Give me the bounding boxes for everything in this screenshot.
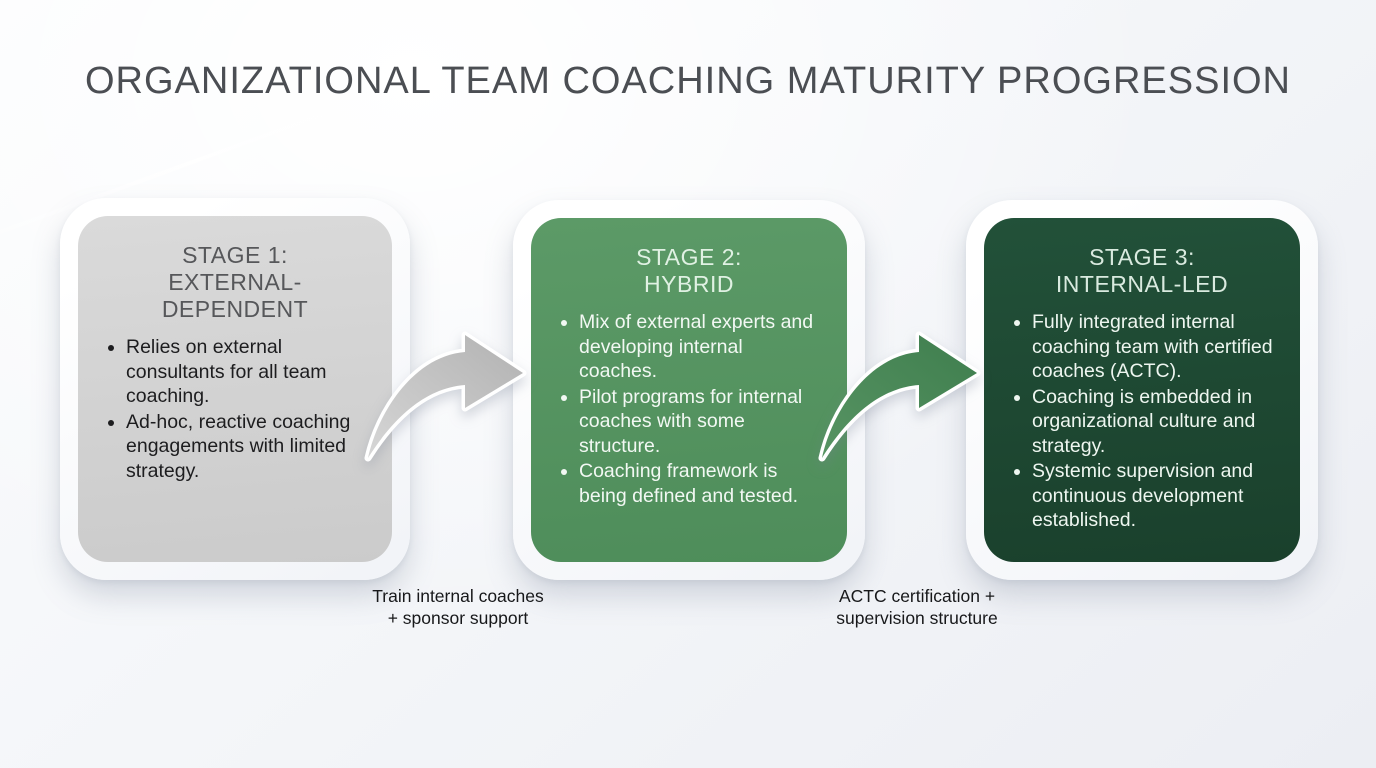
stage-2-heading: STAGE 2: HYBRID — [555, 244, 823, 298]
bullet-item: Coaching is embedded in organizational c… — [1032, 385, 1276, 459]
bullet-item: Ad-hoc, reactive coaching engagements wi… — [126, 410, 368, 484]
stage-2-card-frame: STAGE 2: HYBRID Mix of external experts … — [513, 200, 865, 580]
stage-1-bullet-list: Relies on external consultants for all t… — [102, 335, 368, 483]
stage-2-heading-line1: STAGE 2: — [636, 244, 742, 270]
transition-1-label-line1: Train internal coaches — [372, 586, 544, 606]
stage-3-card: STAGE 3: INTERNAL-LED Fully integrated i… — [984, 218, 1300, 562]
transition-2-label: ACTC certification + supervision structu… — [789, 586, 1045, 629]
bullet-item: Coaching framework is being defined and … — [579, 459, 823, 508]
stage-3-heading-line2: INTERNAL-LED — [1055, 271, 1229, 297]
stage-1-card-frame: STAGE 1: EXTERNAL-DEPENDENT Relies on ex… — [60, 198, 410, 580]
stage-1-heading-line2: EXTERNAL-DEPENDENT — [161, 269, 309, 322]
page-title: ORGANIZATIONAL TEAM COACHING MATURITY PR… — [84, 60, 1291, 102]
bullet-item: Fully integrated internal coaching team … — [1032, 310, 1276, 384]
stage-3-card-frame: STAGE 3: INTERNAL-LED Fully integrated i… — [966, 200, 1318, 580]
stage-3-bullet-list: Fully integrated internal coaching team … — [1008, 310, 1276, 533]
stage-1-heading: STAGE 1: EXTERNAL-DEPENDENT — [102, 242, 368, 323]
bullet-item: Relies on external consultants for all t… — [126, 335, 368, 409]
bullet-item: Pilot programs for internal coaches with… — [579, 385, 823, 459]
stage-2-card: STAGE 2: HYBRID Mix of external experts … — [531, 218, 847, 562]
bullet-item: Mix of external experts and developing i… — [579, 310, 823, 384]
stage-2-heading-line2: HYBRID — [644, 271, 734, 297]
stage-2-bullet-list: Mix of external experts and developing i… — [555, 310, 823, 508]
stage-1-heading-line1: STAGE 1: — [182, 242, 288, 268]
bullet-item: Systemic supervision and continuous deve… — [1032, 459, 1276, 533]
curved-arrow-icon-stage2-to-stage3 — [818, 331, 981, 462]
transition-1-label: Train internal coaches + sponsor support — [330, 586, 586, 629]
transition-1-label-line2: + sponsor support — [387, 607, 529, 628]
stage-3-heading-line1: STAGE 3: — [1089, 244, 1195, 270]
stage-3-heading: STAGE 3: INTERNAL-LED — [1008, 244, 1276, 298]
transition-2-label-line1: ACTC certification + — [838, 586, 996, 606]
curved-arrow-icon-stage1-to-stage2 — [364, 331, 527, 462]
transition-2-label-line2: supervision structure — [836, 607, 998, 628]
stage-1-card: STAGE 1: EXTERNAL-DEPENDENT Relies on ex… — [78, 216, 392, 562]
